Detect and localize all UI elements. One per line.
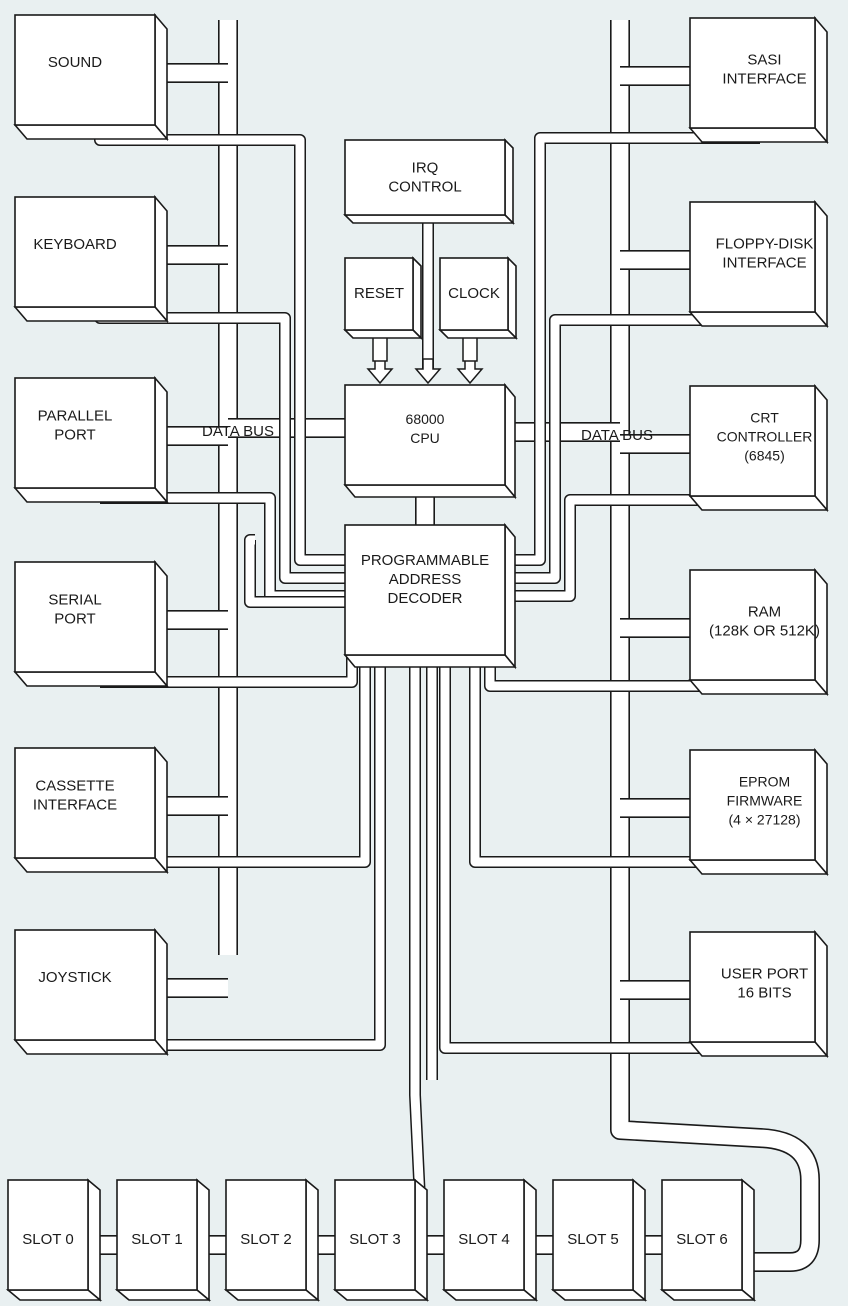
slot-0-label: SLOT 0 <box>22 1231 73 1248</box>
ram-label-0: RAM <box>748 603 781 620</box>
serial-port-label-0: SERIAL <box>48 591 101 608</box>
cassette-interface-label-0: CASSETTE <box>35 777 114 794</box>
irq-control-label-1: CONTROL <box>388 178 461 195</box>
reset-box <box>343 256 423 340</box>
clock-label-0: CLOCK <box>448 285 500 302</box>
slot-bus-vertical-fill <box>410 655 425 1201</box>
joystick-box <box>13 927 169 1057</box>
slot-4-box <box>441 1178 539 1302</box>
slot-3-label: SLOT 3 <box>349 1231 400 1248</box>
parallel-port-box <box>13 375 169 505</box>
floppy-disk-interface-label-0: FLOPPY-DISK <box>716 235 814 252</box>
eprom-firmware-box <box>688 747 829 877</box>
sasi-interface-label-1: INTERFACE <box>722 70 806 87</box>
clock-arrow <box>456 358 484 385</box>
parallel-port-label-0: PARALLEL <box>38 407 113 424</box>
keyboard-box <box>13 194 169 324</box>
user-port-box <box>688 929 829 1059</box>
component-boxes <box>5 12 829 1302</box>
user-port-label-0: USER PORT <box>721 965 808 982</box>
sasi-interface-box <box>688 15 829 145</box>
parallel-port-label-1: PORT <box>54 426 95 443</box>
cassette-interface-label-1: INTERFACE <box>33 796 117 813</box>
slot-1-box <box>114 1178 212 1302</box>
slot-0-box <box>5 1178 103 1302</box>
serial-port-box <box>13 559 169 689</box>
irq-control-box <box>343 138 515 225</box>
slot-2-label: SLOT 2 <box>240 1231 291 1248</box>
ram-box <box>688 567 829 697</box>
cpu-label-0: 68000 <box>406 411 445 427</box>
user-port-label-1: 16 BITS <box>737 984 791 1001</box>
crt-controller-label-2: (6845) <box>744 448 784 464</box>
decoder-label-2: DECODER <box>387 590 462 607</box>
left-fan-1-fill <box>245 535 345 607</box>
data-bus-left-label: DATA BUS <box>202 423 274 440</box>
slot-1-label: SLOT 1 <box>131 1231 182 1248</box>
irq-control-label-0: IRQ <box>412 159 439 176</box>
cpu-box <box>343 382 517 500</box>
cpu-label-1: CPU <box>410 430 440 446</box>
slot-6-box <box>659 1178 757 1302</box>
decoder-label-1: ADDRESS <box>389 571 462 588</box>
floppy-disk-interface-label-1: INTERFACE <box>722 254 806 271</box>
eprom-firmware-label-0: EPROM <box>739 774 790 790</box>
clock-box <box>438 256 518 340</box>
eprom-firmware-label-1: FIRMWARE <box>727 793 803 809</box>
clock-arrow-stem <box>462 334 478 362</box>
reset-arrow-stem <box>372 334 388 362</box>
component-labels: SOUND KEYBOARD PARALLEL PORT SERIAL PORT CASSE… <box>22 51 820 1248</box>
cassette-interface-box <box>13 745 169 875</box>
right-vertical-bus-fill <box>611 20 819 1271</box>
reset-arrow <box>366 358 394 385</box>
data-bus-right-label: DATA BUS <box>581 427 653 444</box>
joystick-label-0: JOYSTICK <box>38 969 111 986</box>
slot-6-label: SLOT 6 <box>676 1231 727 1248</box>
sound-label-0: SOUND <box>48 54 102 71</box>
crt-controller-label-0: CRT <box>750 410 779 426</box>
decoder-label-0: PROGRAMMABLE <box>361 552 489 569</box>
slot-5-box <box>550 1178 648 1302</box>
floppy-disk-interface-box <box>688 199 829 329</box>
slot-4-label: SLOT 4 <box>458 1231 509 1248</box>
reset-label-0: RESET <box>354 285 404 302</box>
eprom-firmware-label-2: (4 × 27128) <box>729 812 801 828</box>
slot-2-box <box>223 1178 321 1302</box>
serial-port-label-1: PORT <box>54 610 95 627</box>
crt-controller-box <box>688 383 829 513</box>
sound-box <box>13 12 169 142</box>
keyboard-label-0: KEYBOARD <box>33 236 117 253</box>
right-select-0-fill <box>505 133 760 565</box>
slot-3-box <box>332 1178 430 1302</box>
sasi-interface-label-0: SASI <box>747 51 781 68</box>
ram-label-1: (128K OR 512K) <box>709 622 820 639</box>
irq-arrow <box>414 358 442 385</box>
slot-5-label: SLOT 5 <box>567 1231 618 1248</box>
crt-controller-label-1: CONTROLLER <box>717 429 813 445</box>
decoder-box <box>343 522 517 670</box>
